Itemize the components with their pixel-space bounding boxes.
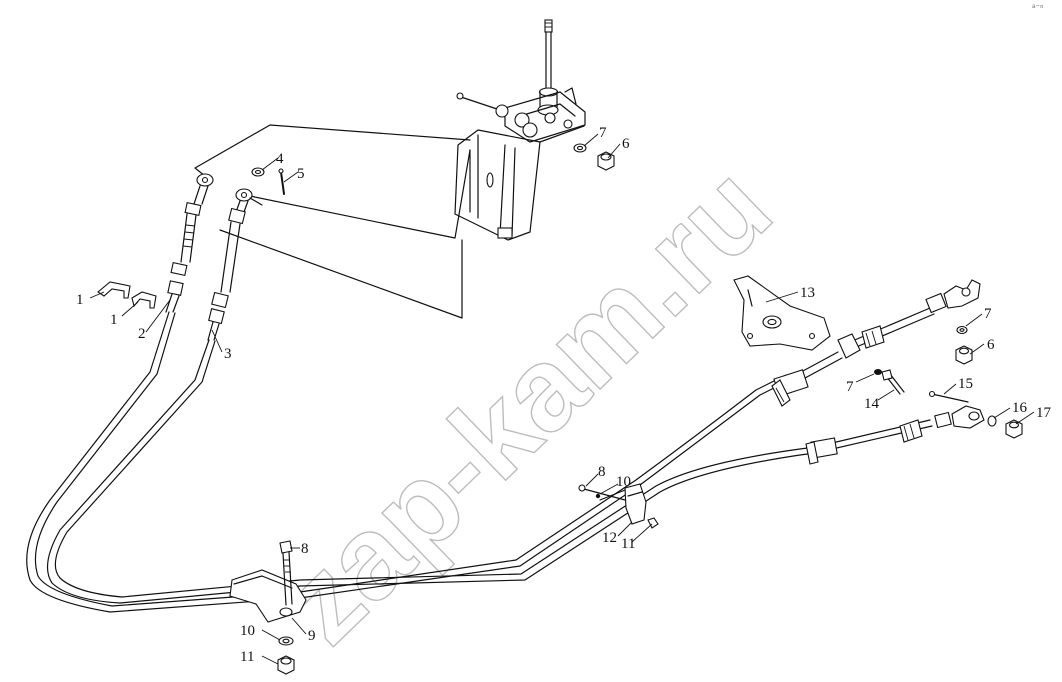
label-10-lower: 10	[240, 623, 255, 639]
middle-clamp	[578, 483, 659, 529]
cable-end-right	[207, 188, 263, 341]
label-11-mid: 11	[621, 536, 635, 552]
label-7-top: 7	[599, 125, 607, 141]
label-13: 13	[800, 285, 815, 301]
cable-bracket-13	[733, 275, 831, 351]
label-15: 15	[958, 376, 973, 392]
washer-and-nut-top	[573, 143, 615, 171]
label-17: 17	[1036, 405, 1052, 421]
label-5: 5	[297, 166, 305, 182]
shift-lever-assembly	[194, 19, 586, 319]
label-16: 16	[1012, 400, 1028, 416]
label-6-top: 6	[622, 136, 630, 152]
label-1-lower: 1	[110, 312, 118, 328]
leader-lines	[89, 133, 1035, 665]
right-cable-upper	[771, 279, 981, 407]
label-4: 4	[276, 151, 284, 167]
label-2: 2	[138, 326, 146, 342]
cable-end-left	[165, 173, 214, 313]
right-hardware	[874, 325, 1023, 439]
right-cable-lower	[805, 405, 985, 465]
label-1-upper: 1	[76, 292, 84, 308]
main-cables	[26, 311, 816, 613]
label-8-mid: 8	[598, 464, 606, 480]
label-6-right: 6	[987, 337, 995, 353]
label-14: 14	[864, 396, 880, 412]
corner-mark: ᵃ⁻ⁿ	[1032, 2, 1043, 12]
label-3: 3	[224, 346, 232, 362]
washer-and-pin	[251, 167, 285, 195]
label-11-lower: 11	[240, 649, 254, 665]
part-labels: 1 1 2 3 4 5 7 6 13 7 6 7 14 15 16 17 8 1…	[76, 125, 1052, 665]
label-10-mid: 10	[616, 474, 631, 490]
watermark-text: zap-kam.ru	[256, 141, 796, 669]
label-7-mid: 7	[846, 379, 854, 395]
label-12: 12	[602, 530, 617, 546]
label-9: 9	[308, 628, 316, 644]
clips	[97, 281, 157, 309]
label-7-right: 7	[984, 306, 992, 322]
label-8-lower: 8	[301, 541, 309, 557]
lower-bracket	[229, 540, 307, 675]
